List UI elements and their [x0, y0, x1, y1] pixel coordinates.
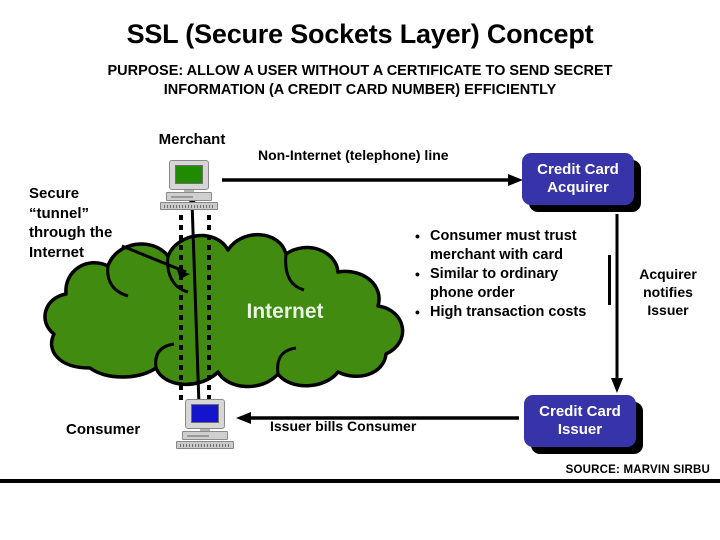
purpose-subtitle: PURPOSE: ALLOW A USER WITHOUT A CERTIFIC…	[107, 63, 613, 98]
credit-card-issuer-box[interactable]: Credit Card Issuer	[524, 395, 636, 447]
page-title: SSL (Secure Sockets Layer) Concept	[126, 19, 594, 49]
list-item: Similar to ordinary phone order	[412, 265, 602, 303]
merchant-screen	[175, 165, 203, 184]
acquirer-notifies-divider	[608, 255, 611, 305]
merchant-computer-icon	[160, 160, 220, 212]
consumer-screen	[191, 404, 219, 423]
cloud-label: Internet	[246, 300, 324, 323]
merchant-label: Merchant	[158, 131, 226, 148]
secure-tunnel-label: Secure “tunnel” through the Internet	[29, 185, 113, 261]
consumer-monitor	[185, 399, 225, 429]
list-item: Consumer must trust merchant with card	[412, 227, 602, 265]
issuer-bills-arrowhead	[236, 412, 251, 424]
consumer-tower	[182, 431, 228, 440]
consumer-computer-icon	[176, 399, 236, 451]
credit-card-acquirer-box[interactable]: Credit Card Acquirer	[522, 153, 634, 205]
list-item: High transaction costs	[412, 303, 602, 322]
merchant-keyboard	[160, 202, 218, 210]
issuer-bills-label: Issuer bills Consumer	[270, 418, 417, 434]
merchant-monitor	[169, 160, 209, 190]
telephone-line-arrowhead	[508, 174, 523, 186]
acquirer-notifies-label: Acquirer notifies Issuer	[639, 266, 697, 318]
notes-bullet-list: Consumer must trust merchant with card S…	[412, 227, 602, 322]
consumer-keyboard	[176, 441, 234, 449]
footer-divider	[0, 479, 720, 483]
acquirer-to-issuer-arrowhead	[611, 378, 623, 393]
merchant-monitor-stand	[184, 190, 194, 193]
merchant-tower	[166, 192, 212, 201]
consumer-label: Consumer	[66, 421, 141, 438]
telephone-line-label: Non-Internet (telephone) line	[258, 147, 449, 163]
source-attribution: SOURCE: MARVIN SIRBU	[565, 464, 710, 476]
consumer-monitor-stand	[200, 429, 210, 432]
